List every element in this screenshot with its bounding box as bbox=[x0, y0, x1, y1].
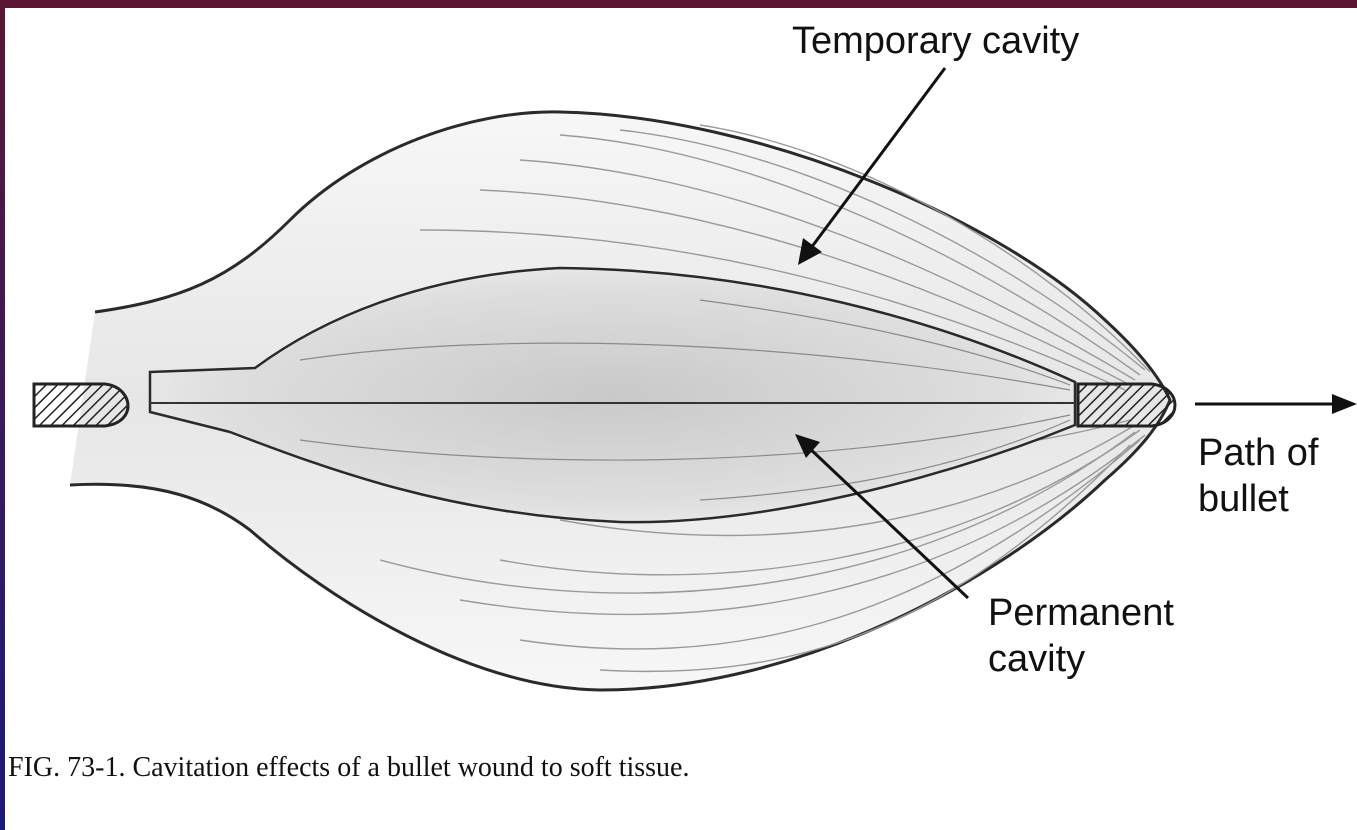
label-path-line1: Path of bbox=[1198, 430, 1318, 476]
path-arrow-head bbox=[1332, 394, 1357, 414]
figure-caption: FIG. 73-1. Cavitation effects of a bulle… bbox=[8, 752, 690, 784]
label-permanent-cavity: Permanent cavity bbox=[988, 590, 1174, 682]
bullet-exit bbox=[1078, 384, 1175, 426]
bullet-entry bbox=[34, 384, 128, 426]
label-permanent-cavity-line1: Permanent bbox=[988, 590, 1174, 636]
label-permanent-cavity-line2: cavity bbox=[988, 636, 1174, 682]
label-path-of-bullet: Path of bullet bbox=[1198, 430, 1318, 522]
label-temporary-cavity: Temporary cavity bbox=[792, 18, 1079, 64]
label-path-line2: bullet bbox=[1198, 476, 1318, 522]
